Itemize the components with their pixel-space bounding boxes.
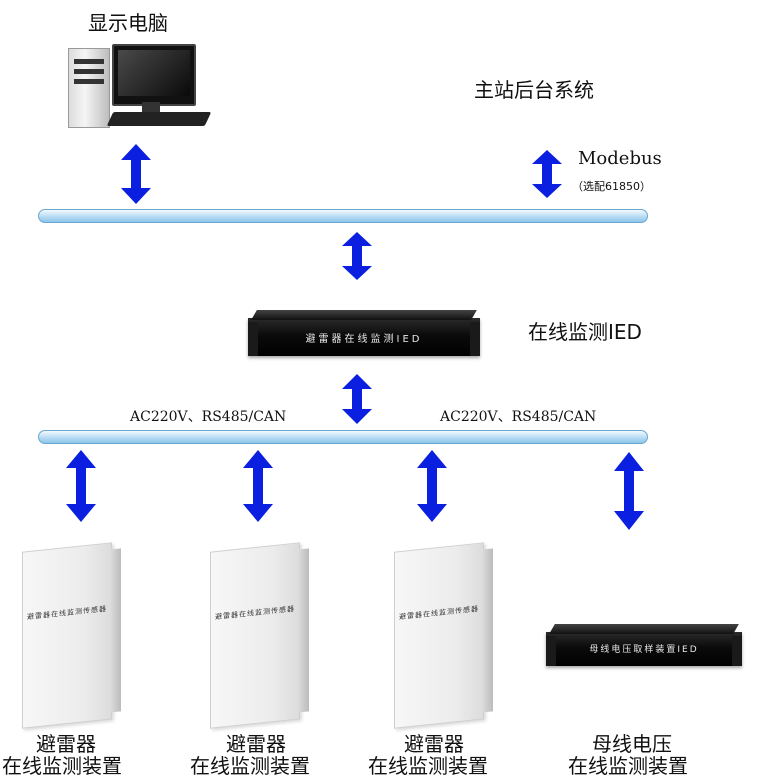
double-arrow-icon [66, 450, 96, 522]
pc-tower-icon [68, 48, 110, 128]
arrester-sensor-image-3: 避雷器在线监测传感器 [394, 540, 504, 732]
double-arrow-icon [342, 232, 372, 280]
double-arrow-icon [417, 450, 447, 522]
keyboard-icon [106, 112, 212, 126]
bus-protocol-label-left: AC220V、RS485/CAN [130, 409, 287, 425]
double-arrow-icon [614, 452, 644, 530]
bus-protocol-label-right: AC220V、RS485/CAN [440, 409, 597, 425]
double-arrow-icon [243, 450, 273, 522]
upper-communication-bus [38, 209, 648, 223]
device-caption-2-line2: 在线监测装置 [190, 754, 310, 778]
ied-device-text: 避雷器在线监测IED [305, 334, 423, 345]
display-pc-image [0, 0, 220, 140]
device-caption-1-line1: 避雷器 [36, 732, 96, 756]
device-caption-4-line1: 母线电压 [592, 732, 672, 756]
double-arrow-icon [532, 150, 562, 198]
sensor-text: 避雷器在线监测传感器 [399, 604, 479, 622]
monitor-icon [112, 44, 196, 106]
display-pc-label: 显示电脑 [88, 11, 168, 35]
device-caption-3-line2: 在线监测装置 [368, 754, 488, 778]
modebus-label: Modebus [578, 148, 662, 169]
sensor-text: 避雷器在线监测传感器 [27, 604, 107, 622]
busbar-device-text: 母线电压取样装置IED [589, 645, 699, 655]
double-arrow-icon [121, 144, 151, 204]
device-caption-2-line1: 避雷器 [226, 732, 286, 756]
master-system-label: 主站后台系统 [474, 78, 594, 102]
ied-label: 在线监测IED [528, 320, 642, 344]
device-caption-4-line2: 在线监测装置 [568, 754, 688, 778]
modebus-note-label: （选配61850） [572, 180, 651, 193]
monitor-stand [142, 102, 160, 112]
device-caption-1-line2: 在线监测装置 [2, 754, 122, 778]
ied-device-image: 避雷器在线监测IED [248, 310, 480, 356]
arrester-sensor-image-2: 避雷器在线监测传感器 [210, 540, 320, 732]
arrester-sensor-image-1: 避雷器在线监测传感器 [22, 540, 132, 732]
device-caption-3-line1: 避雷器 [404, 732, 464, 756]
sensor-text: 避雷器在线监测传感器 [215, 604, 295, 622]
double-arrow-icon [342, 374, 372, 424]
busbar-voltage-device-image: 母线电压取样装置IED [546, 624, 742, 666]
lower-field-bus [38, 430, 648, 444]
